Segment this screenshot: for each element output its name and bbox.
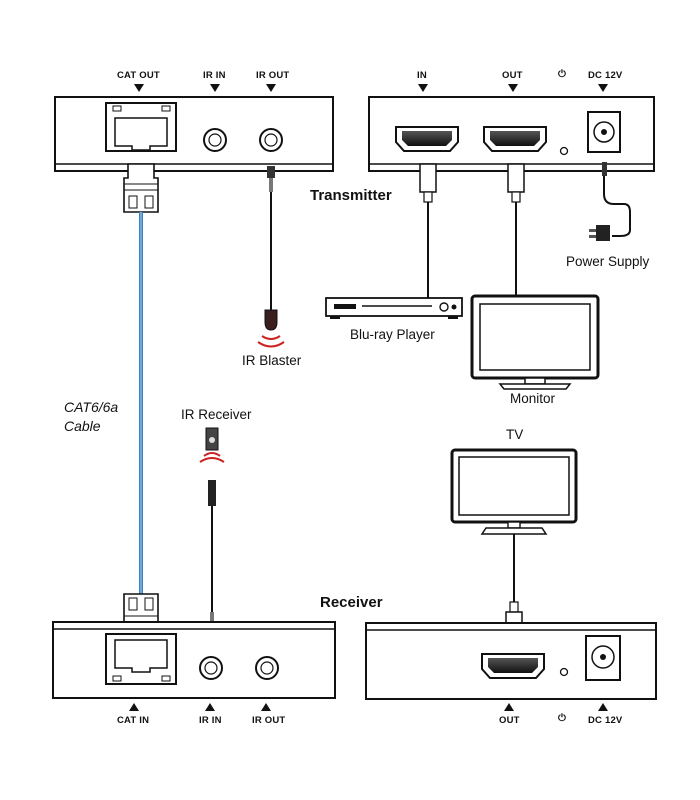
- monitor-label: Monitor: [510, 391, 556, 406]
- ir-in-jack-top: [203, 128, 227, 152]
- out-arrow: [508, 84, 518, 92]
- transmitter-title: Transmitter: [310, 187, 392, 204]
- rj45-port-top: [105, 102, 177, 152]
- bluray-label: Blu-ray Player: [350, 327, 435, 342]
- cat-out-label: CAT OUT: [117, 70, 160, 81]
- rx-dc-jack: [585, 635, 621, 681]
- ir-out-label-top: IR OUT: [256, 70, 290, 81]
- bluray-player: [325, 297, 463, 319]
- rx-extender-box: [52, 621, 336, 711]
- rx-power-icon: ⏻: [558, 713, 566, 724]
- dc-jack: [587, 111, 621, 153]
- rx-ir-out-jack: [255, 656, 279, 680]
- dc-label: DC 12V: [588, 70, 623, 81]
- power-cable: [589, 162, 631, 241]
- rx-dc-arrow: [598, 703, 608, 711]
- rx-ir-in-arrow: [205, 703, 215, 711]
- power-led: [559, 146, 569, 156]
- ir-receiver-label: IR Receiver: [181, 407, 252, 422]
- rx-ir-out-arrow: [261, 703, 271, 711]
- rx-out-arrow: [504, 703, 514, 711]
- tv: [450, 448, 578, 535]
- ir-blaster-label: IR Blaster: [242, 353, 302, 368]
- cable-label-line1: CAT6/6a: [64, 399, 119, 415]
- power-supply-label: Power Supply: [566, 254, 650, 269]
- rj45-port-bottom: [105, 633, 177, 685]
- rx-power-led: [559, 667, 569, 677]
- tx-extender-box: [54, 84, 334, 172]
- in-arrow: [418, 84, 428, 92]
- cat-plug-top: [123, 163, 159, 213]
- monitor: [470, 294, 600, 390]
- rx-dc-label: DC 12V: [588, 715, 623, 726]
- dc-arrow: [598, 84, 608, 92]
- hdmi-cable-bluray: [419, 163, 437, 298]
- ir-in-label-top: IR IN: [203, 70, 226, 81]
- receiver-title: Receiver: [320, 594, 383, 611]
- ir-in-arrow: [210, 84, 220, 92]
- ir-receiver: [199, 427, 225, 638]
- power-icon: ⏻: [558, 69, 566, 80]
- ir-out-arrow: [266, 84, 276, 92]
- rx-hdmi-out-port: [481, 653, 545, 679]
- hdmi-out-port: [483, 126, 547, 152]
- cat-in-label: CAT IN: [117, 715, 150, 726]
- rx-ir-out-label: IR OUT: [252, 715, 286, 726]
- hdmi-in-port: [395, 126, 459, 152]
- rx-ir-in-jack: [199, 656, 223, 680]
- ir-out-jack-top: [259, 128, 283, 152]
- hdmi-cable-monitor: [507, 163, 525, 296]
- out-label: OUT: [502, 70, 523, 81]
- cat-in-arrow: [129, 703, 139, 711]
- rx-out-label: OUT: [499, 715, 520, 726]
- cable-label-line2: Cable: [64, 418, 101, 434]
- ir-blaster: [257, 166, 285, 348]
- in-label: IN: [417, 70, 427, 81]
- rx-ir-in-label: IR IN: [199, 715, 222, 726]
- tv-label: TV: [506, 427, 524, 442]
- cat-out-arrow: [134, 84, 144, 92]
